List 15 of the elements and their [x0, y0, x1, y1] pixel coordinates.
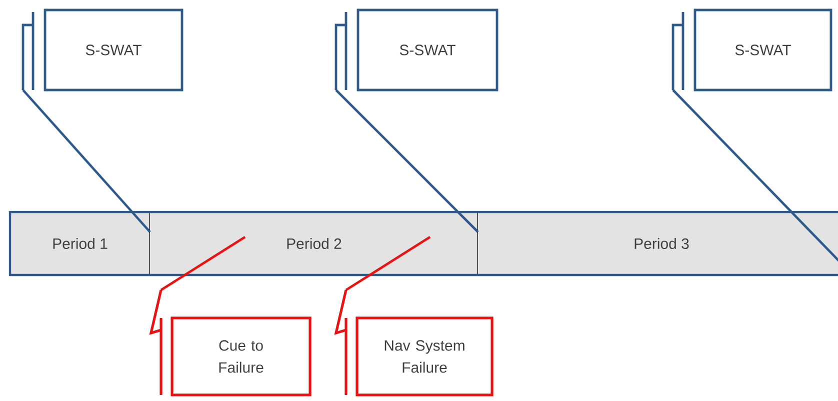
leader-line	[22, 89, 151, 233]
callout-box: S-SWAT	[22, 8, 184, 92]
leader-line	[160, 236, 246, 291]
period-segment: Period 3	[478, 212, 838, 275]
callout-box: Nav System Failure	[334, 290, 494, 396]
leader-line	[345, 236, 431, 291]
callout-box: S-SWAT	[334, 8, 498, 92]
node-label: Period 2	[287, 238, 342, 249]
callout-box: Cue to Failure	[149, 290, 312, 396]
node-label: Period 1	[53, 238, 108, 249]
period-segment: Period 1	[10, 212, 150, 275]
callout-box: S-SWAT	[672, 8, 832, 92]
leader-line	[672, 89, 838, 263]
node-label: Period 3	[634, 238, 689, 249]
leader-line	[335, 89, 479, 233]
